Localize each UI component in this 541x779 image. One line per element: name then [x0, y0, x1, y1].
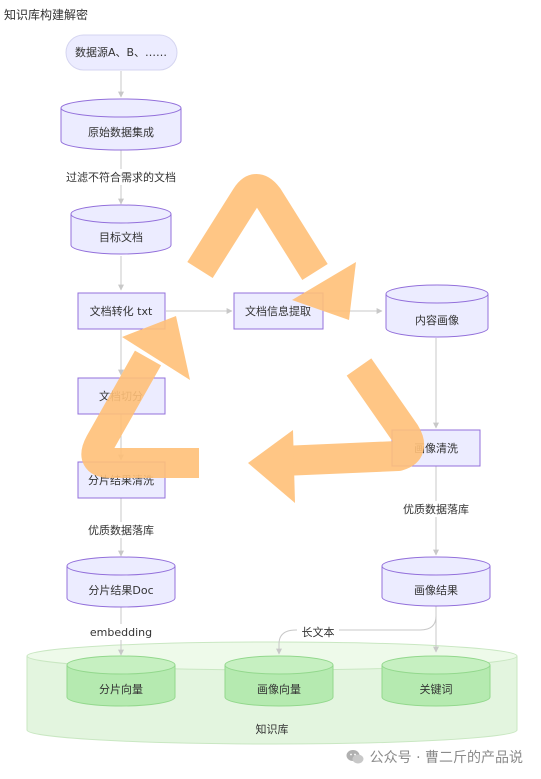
node-target-docs-label: 目标文档 — [99, 230, 143, 244]
node-raw-integration-label: 原始数据集成 — [88, 125, 154, 139]
node-source: 数据源A、B、…… — [65, 34, 178, 71]
watermark-text: 公众号 · 曹二斤的产品说 — [369, 750, 523, 766]
node-doc-info-extract-label: 文档信息提取 — [245, 304, 311, 318]
node-profile-result: 画像结果 — [381, 556, 491, 607]
wechat-icon — [346, 750, 364, 764]
recycle-arrow-top — [187, 174, 328, 280]
node-doc-to-txt: 文档转化 txt — [77, 292, 166, 330]
node-content-profile: 内容画像 — [385, 284, 489, 338]
node-raw-integration: 原始数据集成 — [60, 98, 182, 151]
edge-label-filter: 过滤不符合需求的文档 — [66, 170, 176, 184]
node-source-label: 数据源A、B、…… — [75, 45, 167, 59]
node-chunk-vector-label: 分片向量 — [99, 682, 143, 696]
edge-label-long-text: 长文本 — [302, 625, 335, 639]
recycle-arrows-icon — [81, 174, 425, 503]
recycle-arrow-right — [281, 358, 425, 476]
page-title: 知识库构建解密 — [4, 8, 89, 22]
edge-result-vector — [276, 615, 437, 655]
node-profile-vector-label: 画像向量 — [257, 682, 301, 696]
watermark: 公众号 · 曹二斤的产品说 — [346, 747, 523, 767]
node-chunk-doc-label: 分片结果Doc — [88, 584, 153, 597]
node-chunk-vector: 分片向量 — [66, 655, 176, 707]
knowledge-base-label: 知识库 — [256, 722, 289, 736]
node-profile-clean-label: 画像清洗 — [414, 442, 458, 455]
node-chunk-doc: 分片结果Doc — [66, 556, 176, 608]
edge-label-quality-right: 优质数据落库 — [403, 502, 469, 516]
node-content-profile-label: 内容画像 — [415, 313, 459, 327]
node-profile-result-label: 画像结果 — [414, 584, 458, 597]
node-keywords: 关键词 — [381, 655, 491, 707]
edge-label-embedding: embedding — [90, 626, 152, 639]
node-doc-to-txt-label: 文档转化 txt — [90, 304, 153, 318]
recycle-arrow-left — [81, 350, 199, 478]
node-keywords-label: 关键词 — [420, 682, 453, 696]
node-profile-vector: 画像向量 — [224, 655, 334, 707]
edge-label-quality-left: 优质数据落库 — [88, 523, 154, 537]
node-target-docs: 目标文档 — [70, 204, 172, 255]
